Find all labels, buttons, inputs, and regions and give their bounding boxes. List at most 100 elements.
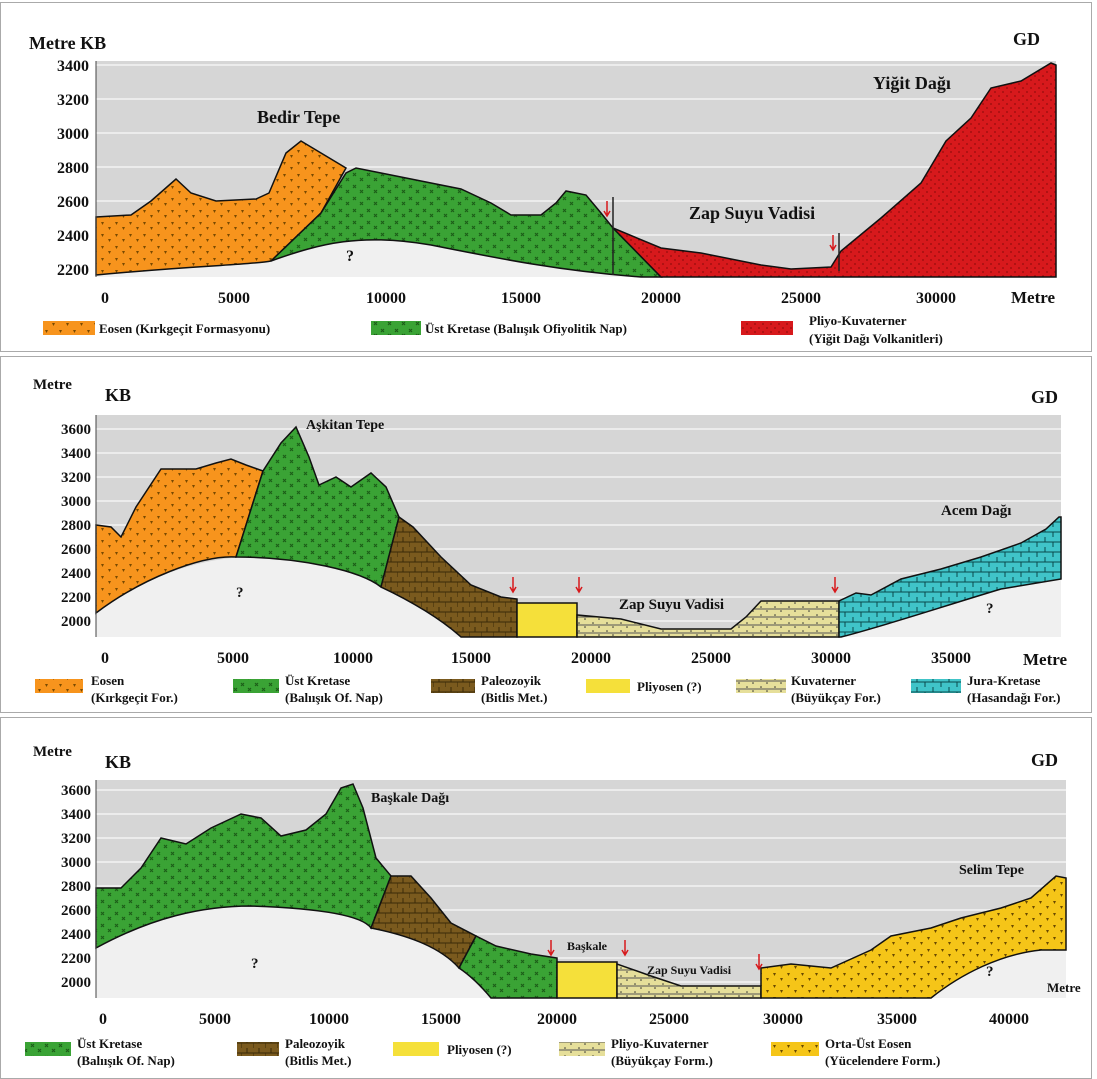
legend-label-sub: (Balıışık Of. Nap) [285, 690, 383, 705]
paleozoyik-unit [380, 515, 518, 638]
x-tick: 0 [99, 1011, 107, 1028]
unknown-marker: ? [251, 956, 259, 972]
cross-section-1-svg: Metre KB GD 3400 3200 3000 2800 2600 240… [29, 29, 1057, 346]
x-tick: 10000 [333, 650, 373, 667]
peak-label: Aşkitan Tepe [306, 418, 384, 433]
legend-swatch [911, 679, 961, 693]
y-tick: 3400 [61, 807, 91, 823]
cross-section-panel-3: Metre KB GD 3600 3400 3200 3000 2800 260… [0, 717, 1092, 1079]
y-axis-title: Metre KB [29, 33, 106, 53]
kb-label: KB [105, 385, 131, 405]
x-axis-unit: Metre [1023, 650, 1067, 669]
fault-arrow-icon [621, 940, 629, 957]
peak-label: Başkale Dağı [371, 791, 449, 806]
legend-label-sub: (Balıışık Of. Nap) [77, 1053, 175, 1068]
legend-swatch [559, 1042, 605, 1056]
cross-section-panel-1: Metre KB GD 3400 3200 3000 2800 2600 240… [0, 2, 1092, 352]
x-tick: 20000 [537, 1011, 577, 1028]
y-tick: 2800 [57, 160, 89, 177]
x-tick: 5000 [199, 1011, 231, 1028]
unknown-basement [931, 950, 1066, 998]
ust-kretase-unit [270, 167, 663, 278]
y-tick: 2000 [61, 614, 91, 630]
legend-label-sub: (Büyükçay For.) [791, 690, 881, 705]
x-tick: 30000 [811, 650, 851, 667]
ust-kretase-unit [95, 783, 392, 950]
peak-label: Selim Tepe [959, 863, 1024, 878]
cross-section-panel-2: Metre KB GD 3600 3400 3200 3000 2800 260… [0, 356, 1092, 713]
y-tick: 3600 [61, 783, 91, 799]
y-tick: 3400 [57, 58, 89, 75]
y-tick: 3600 [61, 422, 91, 438]
end-label-gd: GD [1031, 387, 1058, 407]
y-tick: 2200 [61, 590, 91, 606]
legend-label-sub: (Büyükçay Form.) [611, 1053, 713, 1068]
x-tick: 15000 [501, 290, 541, 307]
legend-label-sub: (Bitlis Met.) [481, 690, 547, 705]
legend-swatch [35, 679, 83, 693]
y-tick: 2600 [61, 903, 91, 919]
town-label: Başkale [567, 939, 608, 953]
legend-label: Eosen (Kırkgeçit Formasyonu) [99, 321, 270, 336]
orta-ust-eosen-unit [760, 875, 1067, 999]
legend-swatch [237, 1042, 279, 1056]
x-tick: 10000 [366, 290, 406, 307]
ust-kretase-unit [458, 935, 558, 999]
peak-label: Bedir Tepe [257, 107, 340, 127]
y-tick: 3400 [61, 446, 91, 462]
pliyosen-unit [556, 961, 618, 999]
legend-swatch [25, 1042, 71, 1056]
ust-kretase-unit [234, 425, 400, 589]
legend-label: Paleozoyik [285, 1036, 346, 1051]
y-tick: 2800 [61, 879, 91, 895]
pliyo-kuvaterner-unit [612, 62, 1057, 278]
end-label-gd: GD [1031, 750, 1058, 770]
valley-label: Zap Suyu Vadisi [647, 963, 732, 977]
legend-label: Jura-Kretase [967, 673, 1041, 688]
legend-label: Eosen [91, 673, 125, 688]
y-tick: 2400 [57, 228, 89, 245]
fault-arrow-icon [829, 235, 837, 252]
legend-label: Orta-Üst Eosen [825, 1036, 912, 1051]
y-tick: 2400 [61, 566, 91, 582]
x-tick: 0 [101, 290, 109, 307]
legend-label: Pliyo-Kuvaterner [809, 313, 907, 328]
legend-label: Pliyosen (?) [637, 679, 702, 694]
legend-swatch [736, 679, 786, 693]
x-tick: 35000 [877, 1011, 917, 1028]
legend-label: Paleozoyik [481, 673, 542, 688]
jura-kretase-unit [838, 516, 1062, 638]
legend-label: Üst Kretase [77, 1036, 142, 1051]
legend-swatch [741, 321, 793, 335]
peak-label: Yiğit Dağı [873, 73, 951, 93]
x-tick: 25000 [691, 650, 731, 667]
y-tick: 3000 [61, 855, 91, 871]
y-tick: 2000 [61, 975, 91, 991]
fault-arrow-icon [831, 577, 839, 594]
y-tick: 3000 [57, 126, 89, 143]
x-tick: 35000 [931, 650, 971, 667]
fault-arrow-icon [755, 954, 763, 971]
x-axis-unit: Metre [1011, 288, 1055, 307]
legend-label: Üst Kretase [285, 673, 350, 688]
legend-swatch [431, 679, 475, 693]
legend-label: Kuvaterner [791, 673, 856, 688]
y-tick: 2400 [61, 927, 91, 943]
valley-label: Zap Suyu Vadisi [619, 597, 724, 613]
legend-label-sub: (Bitlis Met.) [285, 1053, 351, 1068]
unknown-marker: ? [986, 964, 994, 980]
legend-label-sub: (Yücelendere Form.) [825, 1053, 940, 1068]
y-tick: 3000 [61, 494, 91, 510]
legend-swatch [586, 679, 630, 693]
unknown-marker: ? [236, 585, 244, 601]
y-axis-title: Metre [33, 744, 72, 760]
x-tick: 25000 [781, 290, 821, 307]
fault-arrow-icon [603, 201, 611, 218]
cross-section-3-svg: Metre KB GD 3600 3400 3200 3000 2800 260… [25, 744, 1081, 1068]
y-tick: 3200 [57, 92, 89, 109]
legend-swatch [771, 1042, 819, 1056]
fault-arrow-icon [547, 940, 555, 957]
x-tick: 5000 [217, 650, 249, 667]
legend-swatch [233, 679, 279, 693]
y-tick: 3200 [61, 470, 91, 486]
